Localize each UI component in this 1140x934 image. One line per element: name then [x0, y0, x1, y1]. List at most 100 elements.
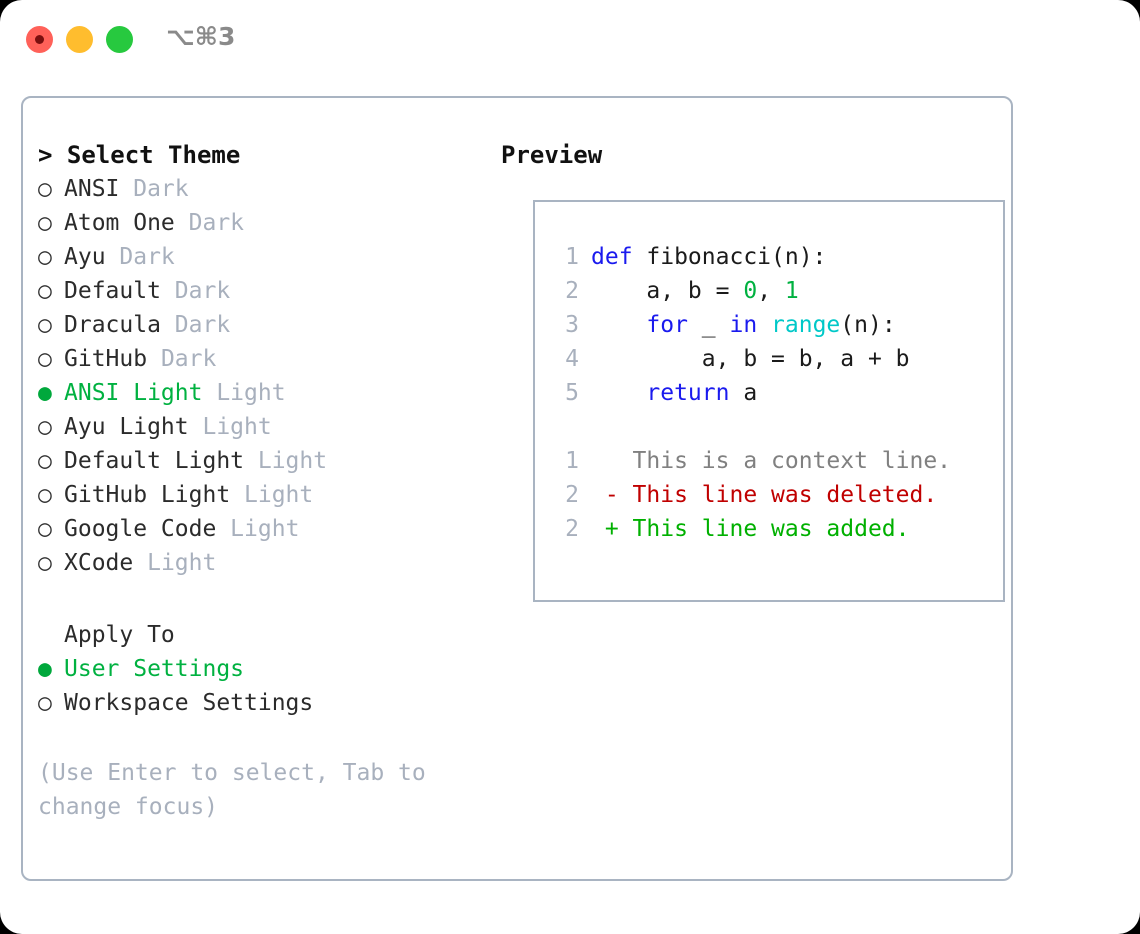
theme-row[interactable]: ○ GitHub Light Light — [38, 478, 488, 512]
theme-variant: Dark — [160, 278, 231, 304]
code-token: for — [646, 312, 688, 338]
diff-line-text: - This line was deleted. — [591, 482, 938, 508]
code-token: a — [729, 380, 758, 406]
radio-unselected-icon[interactable]: ○ — [38, 176, 52, 202]
theme-name: Ayu Light — [64, 414, 189, 440]
radio-unselected-icon[interactable]: ○ — [38, 346, 52, 372]
theme-name: Default Light — [64, 448, 245, 474]
line-number: 1 — [565, 448, 579, 474]
code-token: return — [646, 380, 730, 406]
maximize-button[interactable] — [106, 26, 133, 53]
code-token: range — [771, 312, 841, 338]
theme-row[interactable]: ○XCode Light — [38, 546, 488, 580]
theme-variant: Dark — [119, 176, 189, 202]
radio-unselected-icon[interactable]: ○ — [38, 690, 52, 716]
radio-unselected-icon[interactable]: ○ — [38, 550, 52, 576]
theme-name: Default — [64, 278, 161, 304]
title-bar: ⌥⌘3 — [0, 0, 1140, 76]
radio-unselected-icon[interactable]: ○ — [38, 482, 52, 508]
spacer — [38, 580, 488, 618]
theme-variant: Light — [188, 414, 272, 440]
code-token: 0 — [743, 278, 758, 304]
line-number: 2 — [565, 278, 579, 304]
theme-row[interactable]: ●ANSI Light Light — [38, 376, 488, 410]
theme-row[interactable]: ○ Google Code Light — [38, 512, 488, 546]
radio-unselected-icon[interactable]: ○ — [38, 414, 52, 440]
theme-row[interactable]: ○Default Light Light — [38, 444, 488, 478]
theme-variant: Light — [230, 482, 314, 508]
select-theme-heading: > Select Theme — [38, 141, 241, 169]
radio-unselected-icon[interactable]: ○ — [38, 312, 52, 338]
radio-selected-icon[interactable]: ● — [38, 656, 52, 682]
theme-name: GitHub — [64, 346, 148, 372]
code-line: 4 a, b = b, a + b — [553, 342, 951, 376]
theme-variant: Dark — [174, 210, 245, 236]
code-token: def — [591, 244, 633, 270]
theme-name: Google Code — [64, 516, 217, 542]
code-token: in — [729, 312, 758, 338]
theme-selector-panel: > Select Theme ○ANSI Dark○Atom One Dark○… — [38, 138, 488, 824]
apply-to-option-label: Workspace Settings — [64, 690, 314, 716]
theme-row[interactable]: ○ Dracula Dark — [38, 308, 488, 342]
diff-line: 1 This is a context line. — [553, 444, 951, 478]
theme-row[interactable]: ○ GitHub Dark — [38, 342, 488, 376]
code-token: , — [757, 278, 785, 304]
diff-line: 2 - This line was deleted. — [553, 478, 951, 512]
theme-row[interactable]: ○ ANSI Dark — [38, 172, 488, 206]
theme-row[interactable]: ○ Atom One Dark — [38, 206, 488, 240]
theme-name: ANSI — [64, 176, 120, 202]
theme-list[interactable]: ○ ANSI Dark ○ Atom One Dark ○ Ayu Dark ○ Defaul… — [38, 172, 488, 580]
code-token: _ — [687, 312, 730, 338]
radio-unselected-icon[interactable]: ○ — [38, 278, 52, 304]
diff-line-text: + This line was added. — [591, 516, 910, 542]
theme-name: Atom One — [64, 210, 175, 236]
code-diff-separator — [553, 410, 951, 444]
apply-to-list[interactable]: ●User Settings ○ Workspace Settings — [38, 652, 488, 720]
theme-name: GitHub Light — [64, 482, 231, 508]
minimize-button[interactable] — [66, 26, 93, 53]
radio-unselected-icon[interactable]: ○ — [38, 210, 52, 236]
theme-variant: Dark — [105, 244, 175, 270]
preview-heading: Preview — [501, 141, 603, 169]
radio-unselected-icon[interactable]: ○ — [38, 244, 52, 270]
code-token — [591, 380, 646, 406]
code-token: a, b = b, a + b — [591, 346, 910, 372]
close-button[interactable] — [26, 26, 53, 53]
diff-line-text: This is a context line. — [591, 448, 952, 474]
theme-variant: Dark — [147, 346, 217, 372]
radio-unselected-icon[interactable]: ○ — [38, 448, 52, 474]
code-token: fibonacci(n): — [632, 244, 827, 270]
line-number: 2 — [565, 516, 579, 542]
code-token: a, b = — [591, 278, 744, 304]
code-token: (n): — [840, 312, 896, 338]
code-token — [591, 312, 646, 338]
apply-to-label: Apply To — [64, 622, 175, 648]
code-token: 1 — [784, 278, 799, 304]
theme-row[interactable]: ○ Default Dark — [38, 274, 488, 308]
code-line: 3 for _ in range(n): — [553, 308, 951, 342]
theme-name: Dracula — [64, 312, 161, 338]
theme-name: XCode — [64, 550, 134, 576]
keyboard-hint: (Use Enter to select, Tab to change focu… — [38, 760, 440, 820]
theme-variant: Dark — [160, 312, 231, 338]
apply-to-row[interactable]: ●User Settings — [38, 652, 488, 686]
radio-selected-icon[interactable]: ● — [38, 380, 52, 406]
line-number: 4 — [565, 346, 579, 372]
content-area: > Select Theme ○ANSI Dark○Atom One Dark○… — [21, 96, 1013, 881]
code-line: 2 a, b = 0, 1 — [553, 274, 951, 308]
theme-variant: Light — [216, 516, 300, 542]
theme-variant: Light — [202, 380, 286, 406]
line-number: 2 — [565, 482, 579, 508]
line-number: 3 — [565, 312, 579, 338]
theme-name: Ayu — [64, 244, 106, 270]
radio-unselected-icon[interactable]: ○ — [38, 516, 52, 542]
code-line: 5 return a — [553, 376, 951, 410]
apply-to-row[interactable]: ○ Workspace Settings — [38, 686, 488, 720]
keyboard-shortcut-label: ⌥⌘3 — [166, 22, 236, 51]
theme-row[interactable]: ○ Ayu Light Light — [38, 410, 488, 444]
theme-row[interactable]: ○ Ayu Dark — [38, 240, 488, 274]
